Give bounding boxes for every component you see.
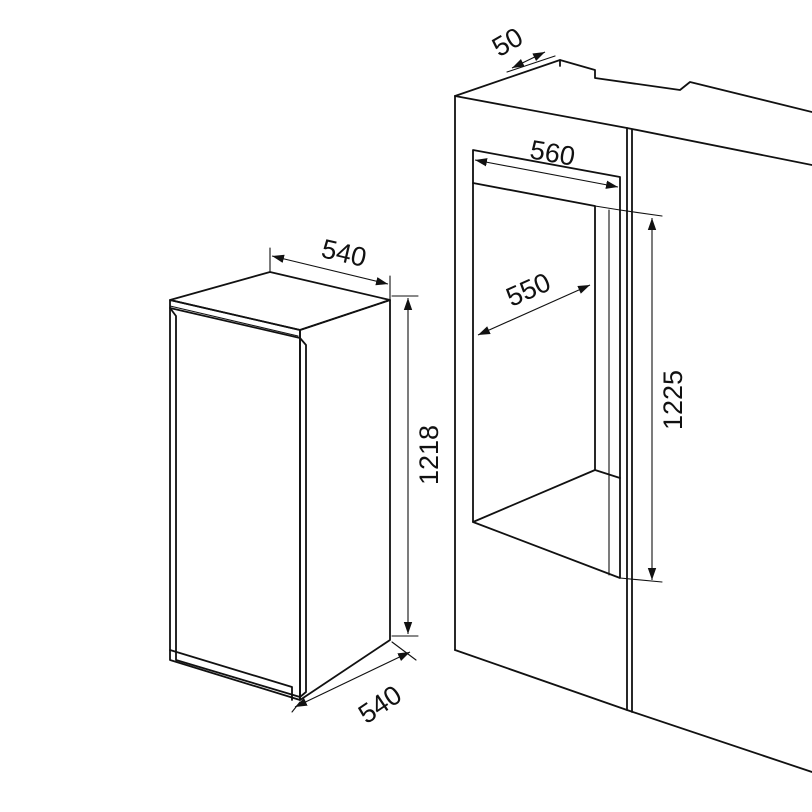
cabinet-bottom-edge <box>454 649 812 773</box>
niche-width-dimension-line <box>474 158 619 189</box>
niche-depth-dimension-line <box>477 284 591 336</box>
appliance-plinth <box>169 649 293 701</box>
niche-height-extension-top <box>619 209 663 217</box>
niche-top-inner-edge <box>472 182 621 211</box>
appliance-height-label: 1218 <box>414 425 444 485</box>
appliance-door <box>169 307 307 698</box>
niche-back-wall <box>472 182 596 523</box>
appliance-width-label: 540 <box>319 234 370 273</box>
niche-floor-edge <box>594 469 621 479</box>
niche-clearance-dimension-line <box>511 51 546 69</box>
niche-height-label: 1225 <box>658 370 688 430</box>
niche-opening <box>472 149 621 579</box>
niche-clearance-label: 50 <box>487 22 528 63</box>
cabinet-front-top-edge <box>454 95 812 166</box>
appliance-width-dimension-line <box>271 254 389 286</box>
appliance-depth-extension-right <box>391 641 417 661</box>
appliance-side <box>299 299 391 701</box>
niche-width-label: 560 <box>528 134 578 171</box>
niche-height-extension-bottom <box>619 577 663 583</box>
door-top-edge <box>169 305 299 337</box>
appliance-depth-label: 540 <box>353 680 407 730</box>
appliance-front <box>169 299 301 701</box>
appliance-depth-dimension-line <box>294 651 411 708</box>
cabinet-drawing: 50 560 550 1225 <box>454 22 812 773</box>
niche-depth-label: 550 <box>502 267 555 313</box>
cabinet-top <box>454 59 812 113</box>
appliance-top <box>169 271 391 331</box>
niche-clearance-extension <box>506 55 556 73</box>
appliance-drawing: 540 1218 540 <box>169 234 444 730</box>
